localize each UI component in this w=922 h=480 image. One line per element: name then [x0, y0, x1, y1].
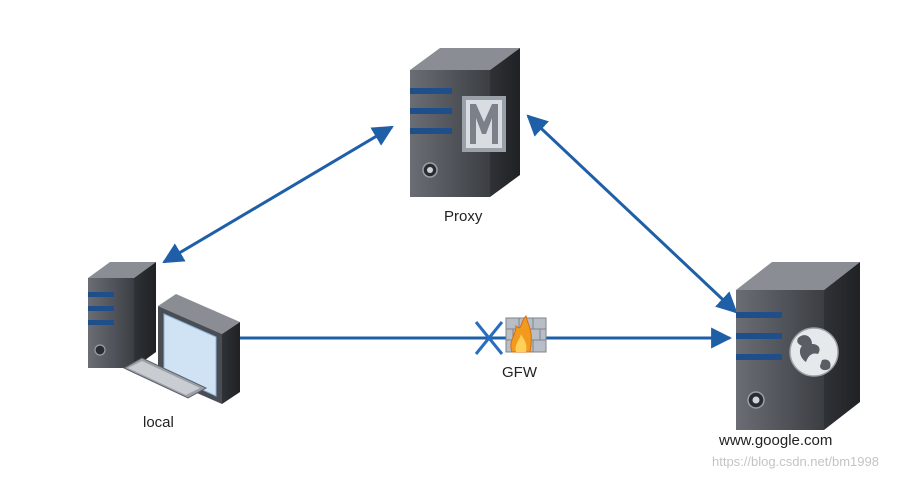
firewall-icon	[505, 314, 547, 353]
gfw-label: GFW	[502, 364, 537, 381]
edge-local-proxy	[162, 125, 394, 264]
watermark: https://blog.csdn.net/bm1998	[712, 454, 879, 469]
desktop-computer-icon	[88, 262, 240, 404]
local-label: local	[143, 414, 174, 431]
google-label: www.google.com	[719, 432, 833, 449]
web-server-globe-icon	[736, 262, 860, 430]
proxy-server-icon	[410, 48, 520, 197]
edge-proxy-google	[526, 114, 738, 314]
blocked-x-icon	[474, 321, 504, 355]
proxy-label: Proxy	[444, 208, 483, 225]
